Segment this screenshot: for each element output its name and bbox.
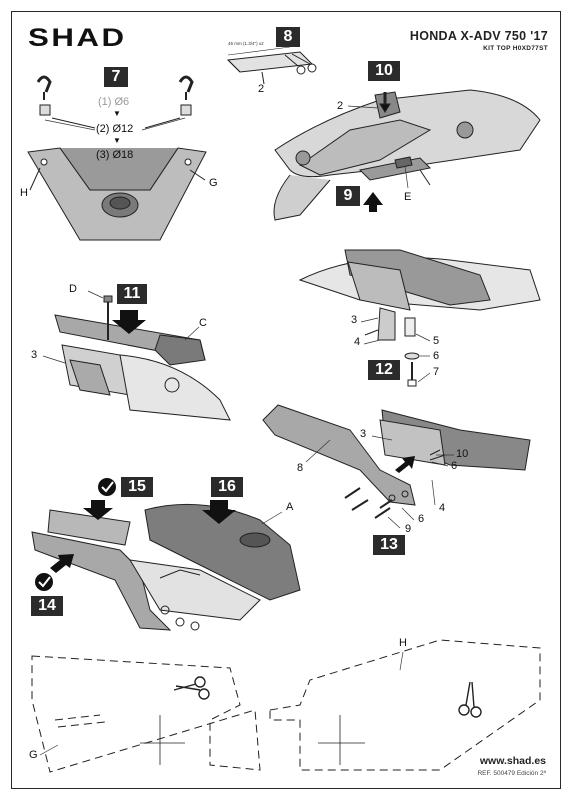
- step7-drawing: [27, 75, 207, 241]
- step13-drawing: [262, 404, 531, 519]
- arrow-up-icon: [363, 192, 383, 212]
- scissors-icon-right: [458, 681, 482, 718]
- brand-logo: SHAD: [28, 24, 127, 52]
- kit-reference: KIT TOP H0XD77ST: [483, 45, 548, 52]
- part-label-4-s13: 4: [439, 502, 446, 514]
- arrow-push-icon-14: [50, 554, 74, 573]
- document-reference: REF. 500479 Edición 2ª: [477, 770, 546, 777]
- part-label-a: A: [286, 501, 294, 513]
- arrow-down-icon-16: [202, 500, 236, 524]
- part-label-3-s13: 3: [360, 428, 367, 440]
- drill-size-3: (3) Ø18: [96, 149, 134, 161]
- part-label-e: E: [404, 191, 412, 203]
- step12-drawing: [298, 249, 541, 387]
- arrow-down-small-icon-2: ▼: [113, 136, 121, 145]
- leader-lines: [39, 105, 454, 756]
- strip-dimension: 45 mm (1.3/4") x2: [228, 41, 264, 46]
- step-15-badge: 15: [121, 477, 153, 497]
- page-border: [11, 11, 561, 789]
- arrow-down-icon-15: [83, 500, 113, 520]
- part-label-3-s12: 3: [351, 314, 358, 326]
- arrow-down-small-icon: ▼: [113, 109, 121, 118]
- part-label-10-s13: 10: [456, 448, 469, 460]
- checkmark-icon-14: [35, 573, 53, 591]
- drill-size-1: (1) Ø6: [98, 96, 130, 108]
- arrow-diagonal-icon: [395, 456, 415, 473]
- step-9-badge: 9: [336, 186, 360, 206]
- part-label-7-s12: 7: [433, 366, 440, 378]
- part-label-6-s13-upper: 6: [451, 460, 458, 472]
- part-label-3-s11: 3: [31, 349, 38, 361]
- part-label-6-s12: 6: [433, 350, 440, 362]
- part-label-h: H: [20, 187, 28, 199]
- template-label-g: G: [29, 749, 38, 761]
- arrow-down-icon: [112, 310, 146, 334]
- cutting-templates: [31, 639, 541, 773]
- part-label-d: D: [69, 283, 77, 295]
- step10-drawing: [273, 89, 541, 221]
- template-label-h: H: [399, 637, 407, 649]
- step-12-badge: 12: [368, 360, 400, 380]
- part-label-5-s12: 5: [433, 335, 440, 347]
- step-13-badge: 13: [373, 535, 405, 555]
- step8-drawing: [226, 46, 317, 85]
- step-10-badge: 10: [368, 61, 400, 81]
- step11-drawing: [54, 295, 231, 421]
- part-label-4-s12: 4: [354, 336, 361, 348]
- part-label-6-s13-lower: 6: [418, 513, 425, 525]
- step-14-badge: 14: [31, 596, 63, 616]
- step14-16-drawing: [31, 503, 301, 631]
- drill-size-2: (2) Ø12: [96, 123, 134, 135]
- step-8-badge: 8: [276, 27, 300, 47]
- template-crosshairs: [140, 715, 365, 765]
- step-11-badge: 11: [117, 284, 147, 304]
- part-label-2-strip: 2: [258, 83, 265, 95]
- website-url: www.shad.es: [479, 755, 546, 767]
- part-label-c: C: [199, 317, 207, 329]
- step-7-badge: 7: [104, 67, 128, 87]
- checkmark-icon-15: [98, 478, 116, 496]
- scissors-icon-left: [173, 676, 210, 700]
- model-title: HONDA X-ADV 750 '17: [409, 29, 548, 43]
- part-label-8-s13: 8: [297, 462, 304, 474]
- part-label-9-s13: 9: [405, 523, 412, 535]
- part-label-2-frame: 2: [337, 100, 344, 112]
- part-label-g: G: [209, 177, 218, 189]
- step-16-badge: 16: [211, 477, 243, 497]
